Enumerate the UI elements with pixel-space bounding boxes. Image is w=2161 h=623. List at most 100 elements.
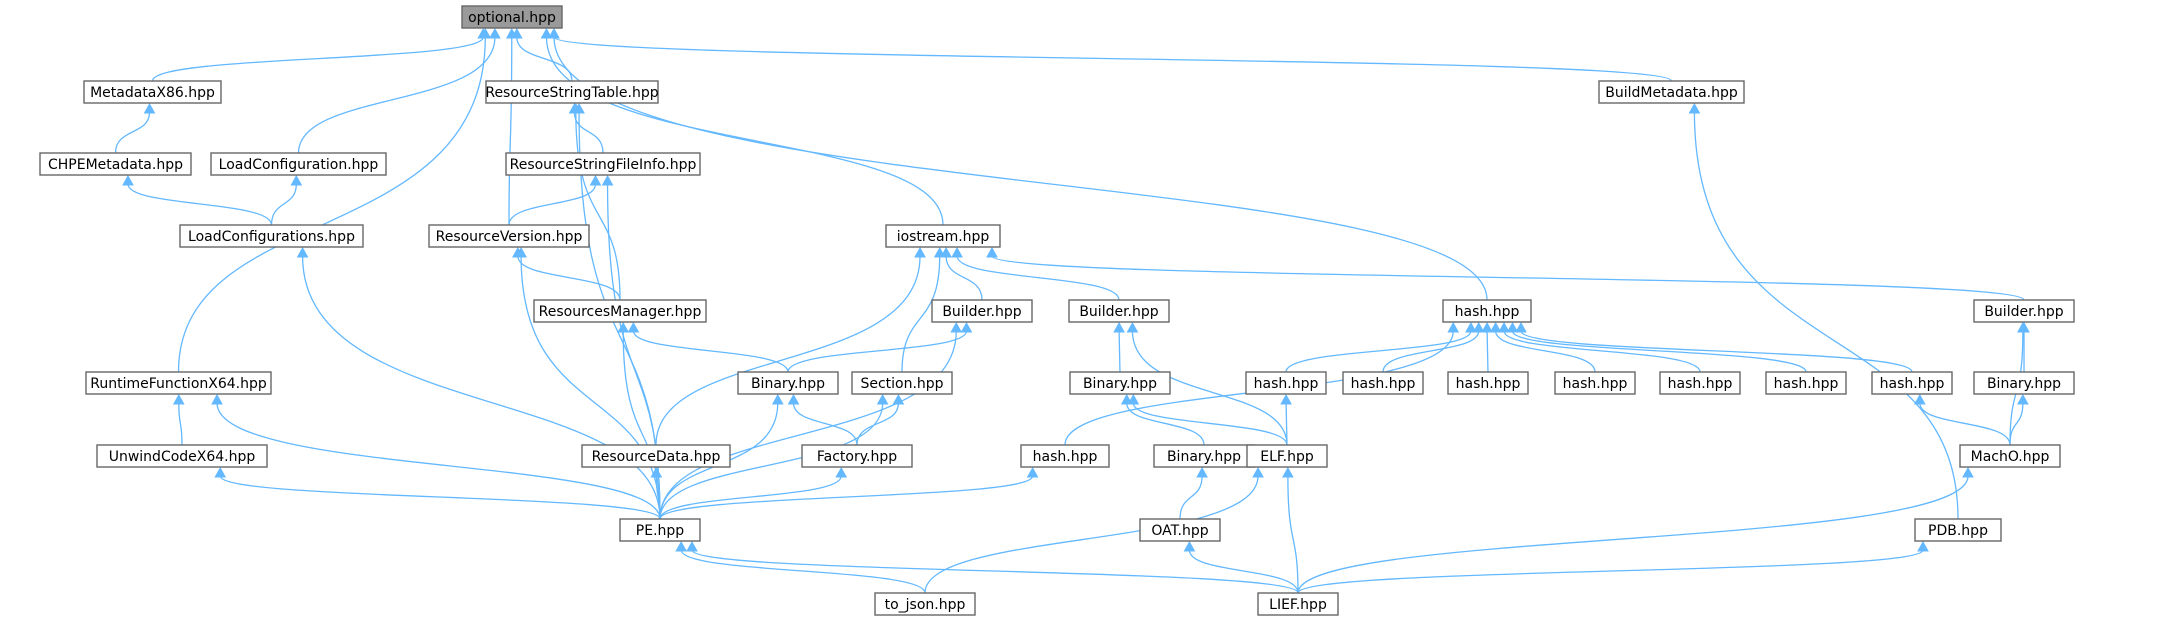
node-box [874,592,976,616]
node-label: PDB.hpp [1928,523,1988,539]
edge-resdata-to-iostream [655,255,921,446]
node-hash7[interactable]: hash.hpp [1871,371,1953,395]
node-label: hash.hpp [1563,376,1628,392]
arrowhead-binary1-to-builder1 [960,321,973,333]
edge-hash6-to-hashmain [1511,330,1807,373]
node-chpe[interactable]: CHPEMetadata.hpp [39,152,192,176]
node-label: ResourcesManager.hpp [539,304,702,320]
node-lief[interactable]: LIEF.hpp [1257,592,1339,616]
edge-hash5-to-hashmain [1503,330,1701,373]
node-hash5[interactable]: hash.hpp [1659,371,1741,395]
arrowhead-resdata-to-iostream [914,246,926,258]
edge-elf-to-binary2 [1132,402,1288,446]
edge-buildmeta-to-optional [553,36,1673,82]
node-binary3[interactable]: Binary.hpp [1973,371,2075,395]
node-label: CHPEMetadata.hpp [48,157,183,173]
arrowhead-factory-to-binary1 [787,393,800,405]
arrowhead-lief-to-macho [1962,466,1974,478]
node-label: Builder.hpp [1079,304,1158,320]
node-box [581,444,731,468]
node-hash2[interactable]: hash.hpp [1342,371,1424,395]
arrowhead-hashmain-to-optional [548,27,560,39]
node-label: Binary.hpp [1167,449,1241,465]
node-oat[interactable]: OAT.hpp [1139,518,1221,542]
node-macho[interactable]: MachO.hpp [1959,444,2061,468]
edge-iostream-to-optional [545,36,944,226]
node-hash3[interactable]: hash.hpp [1447,371,1529,395]
node-tojson[interactable]: to_json.hpp [874,592,976,616]
node-label: Builder.hpp [1984,304,2063,320]
arrowhead-hash7-to-hashmain [1515,321,1527,333]
node-box [1973,299,2075,323]
node-resver[interactable]: ResourceVersion.hpp [428,224,590,248]
node-box [179,224,364,248]
node-factory[interactable]: Factory.hpp [801,444,913,468]
node-builder3[interactable]: Builder.hpp [1973,299,2075,323]
node-label: LoadConfiguration.hpp [219,157,379,173]
node-binary1[interactable]: Binary.hpp [737,371,839,395]
node-box [96,444,268,468]
node-label: hash.hpp [1880,376,1945,392]
node-hashmain[interactable]: hash.hpp [1442,299,1532,323]
node-box [1342,371,1424,395]
node-loadconfs[interactable]: LoadConfigurations.hpp [179,224,364,248]
arrowhead-pe-to-section [876,393,889,405]
node-label: UnwindCodeX64.hpp [109,449,256,465]
node-hash8[interactable]: hash.hpp [1020,444,1110,468]
node-resmgr[interactable]: ResourcesManager.hpp [533,299,707,323]
edge-pe-to-factory [659,475,842,520]
edge-pe-to-hash8 [659,475,1034,520]
arrowhead-macho-to-hash7 [1913,393,1926,405]
node-builder1[interactable]: Builder.hpp [931,299,1033,323]
node-iostream[interactable]: iostream.hpp [885,224,1001,248]
node-label: to_json.hpp [885,597,966,613]
node-metadatax86[interactable]: MetadataX86.hpp [83,80,222,104]
node-builder2[interactable]: Builder.hpp [1068,299,1170,323]
arrowhead-loadconfs-to-loadconf [290,174,303,186]
edge-lief-to-pdb [1297,549,1924,594]
node-binary4[interactable]: Binary.hpp [1153,444,1255,468]
arrowhead-oat-to-binary4 [1196,466,1208,478]
edge-macho-to-hash7 [1919,402,2011,446]
node-binary2[interactable]: Binary.hpp [1069,371,1171,395]
node-label: LIEF.hpp [1269,597,1327,613]
node-section[interactable]: Section.hpp [851,371,953,395]
arrowhead-lief-to-pdb [1917,540,1929,552]
node-label: MachO.hpp [1971,449,2050,465]
arrowhead-hash2-to-hashmain [1472,321,1485,333]
node-pe[interactable]: PE.hpp [619,518,701,542]
arrowhead-macho-to-builder3 [2017,321,2029,333]
node-rfx64[interactable]: RuntimeFunctionX64.hpp [85,371,272,395]
node-optional[interactable]: optional.hpp [461,5,563,29]
node-box [1914,518,2002,542]
node-buildmeta[interactable]: BuildMetadata.hpp [1598,80,1745,104]
node-label: hash.hpp [1456,376,1521,392]
edge-lief-to-pe [691,549,1299,594]
node-label: Binary.hpp [751,376,825,392]
node-hash6[interactable]: hash.hpp [1765,371,1847,395]
node-box [885,224,1001,248]
node-rsfi[interactable]: ResourceStringFileInfo.hpp [505,152,701,176]
edge-pe-to-resmgr [622,330,661,520]
edge-loadconfs-to-loadconf [270,183,297,226]
node-pdb[interactable]: PDB.hpp [1914,518,2002,542]
edge-factory-to-binary1 [792,402,858,446]
arrowhead-lief-to-pe [686,540,698,552]
arrowhead-resver-to-optional [505,27,518,39]
edge-binary4-to-binary2 [1126,402,1205,446]
edge-pdb-to-buildmeta [1693,111,1959,520]
node-rst[interactable]: ResourceStringTable.hpp [485,80,659,104]
node-elf[interactable]: ELF.hpp [1246,444,1328,468]
arrowhead-binary2-to-builder2 [1113,321,1125,333]
node-hash4[interactable]: hash.hpp [1554,371,1636,395]
node-resdata[interactable]: ResourceData.hpp [581,444,731,468]
node-ucx64[interactable]: UnwindCodeX64.hpp [96,444,268,468]
arrowhead-pe-to-resmgr [617,321,630,333]
node-label: hash.hpp [1668,376,1733,392]
node-label: RuntimeFunctionX64.hpp [90,376,267,392]
node-hash1[interactable]: hash.hpp [1245,371,1327,395]
node-loadconf[interactable]: LoadConfiguration.hpp [210,152,387,176]
node-label: hash.hpp [1254,376,1319,392]
arrowhead-macho-to-binary3 [2017,393,2029,405]
node-box [1871,371,1953,395]
